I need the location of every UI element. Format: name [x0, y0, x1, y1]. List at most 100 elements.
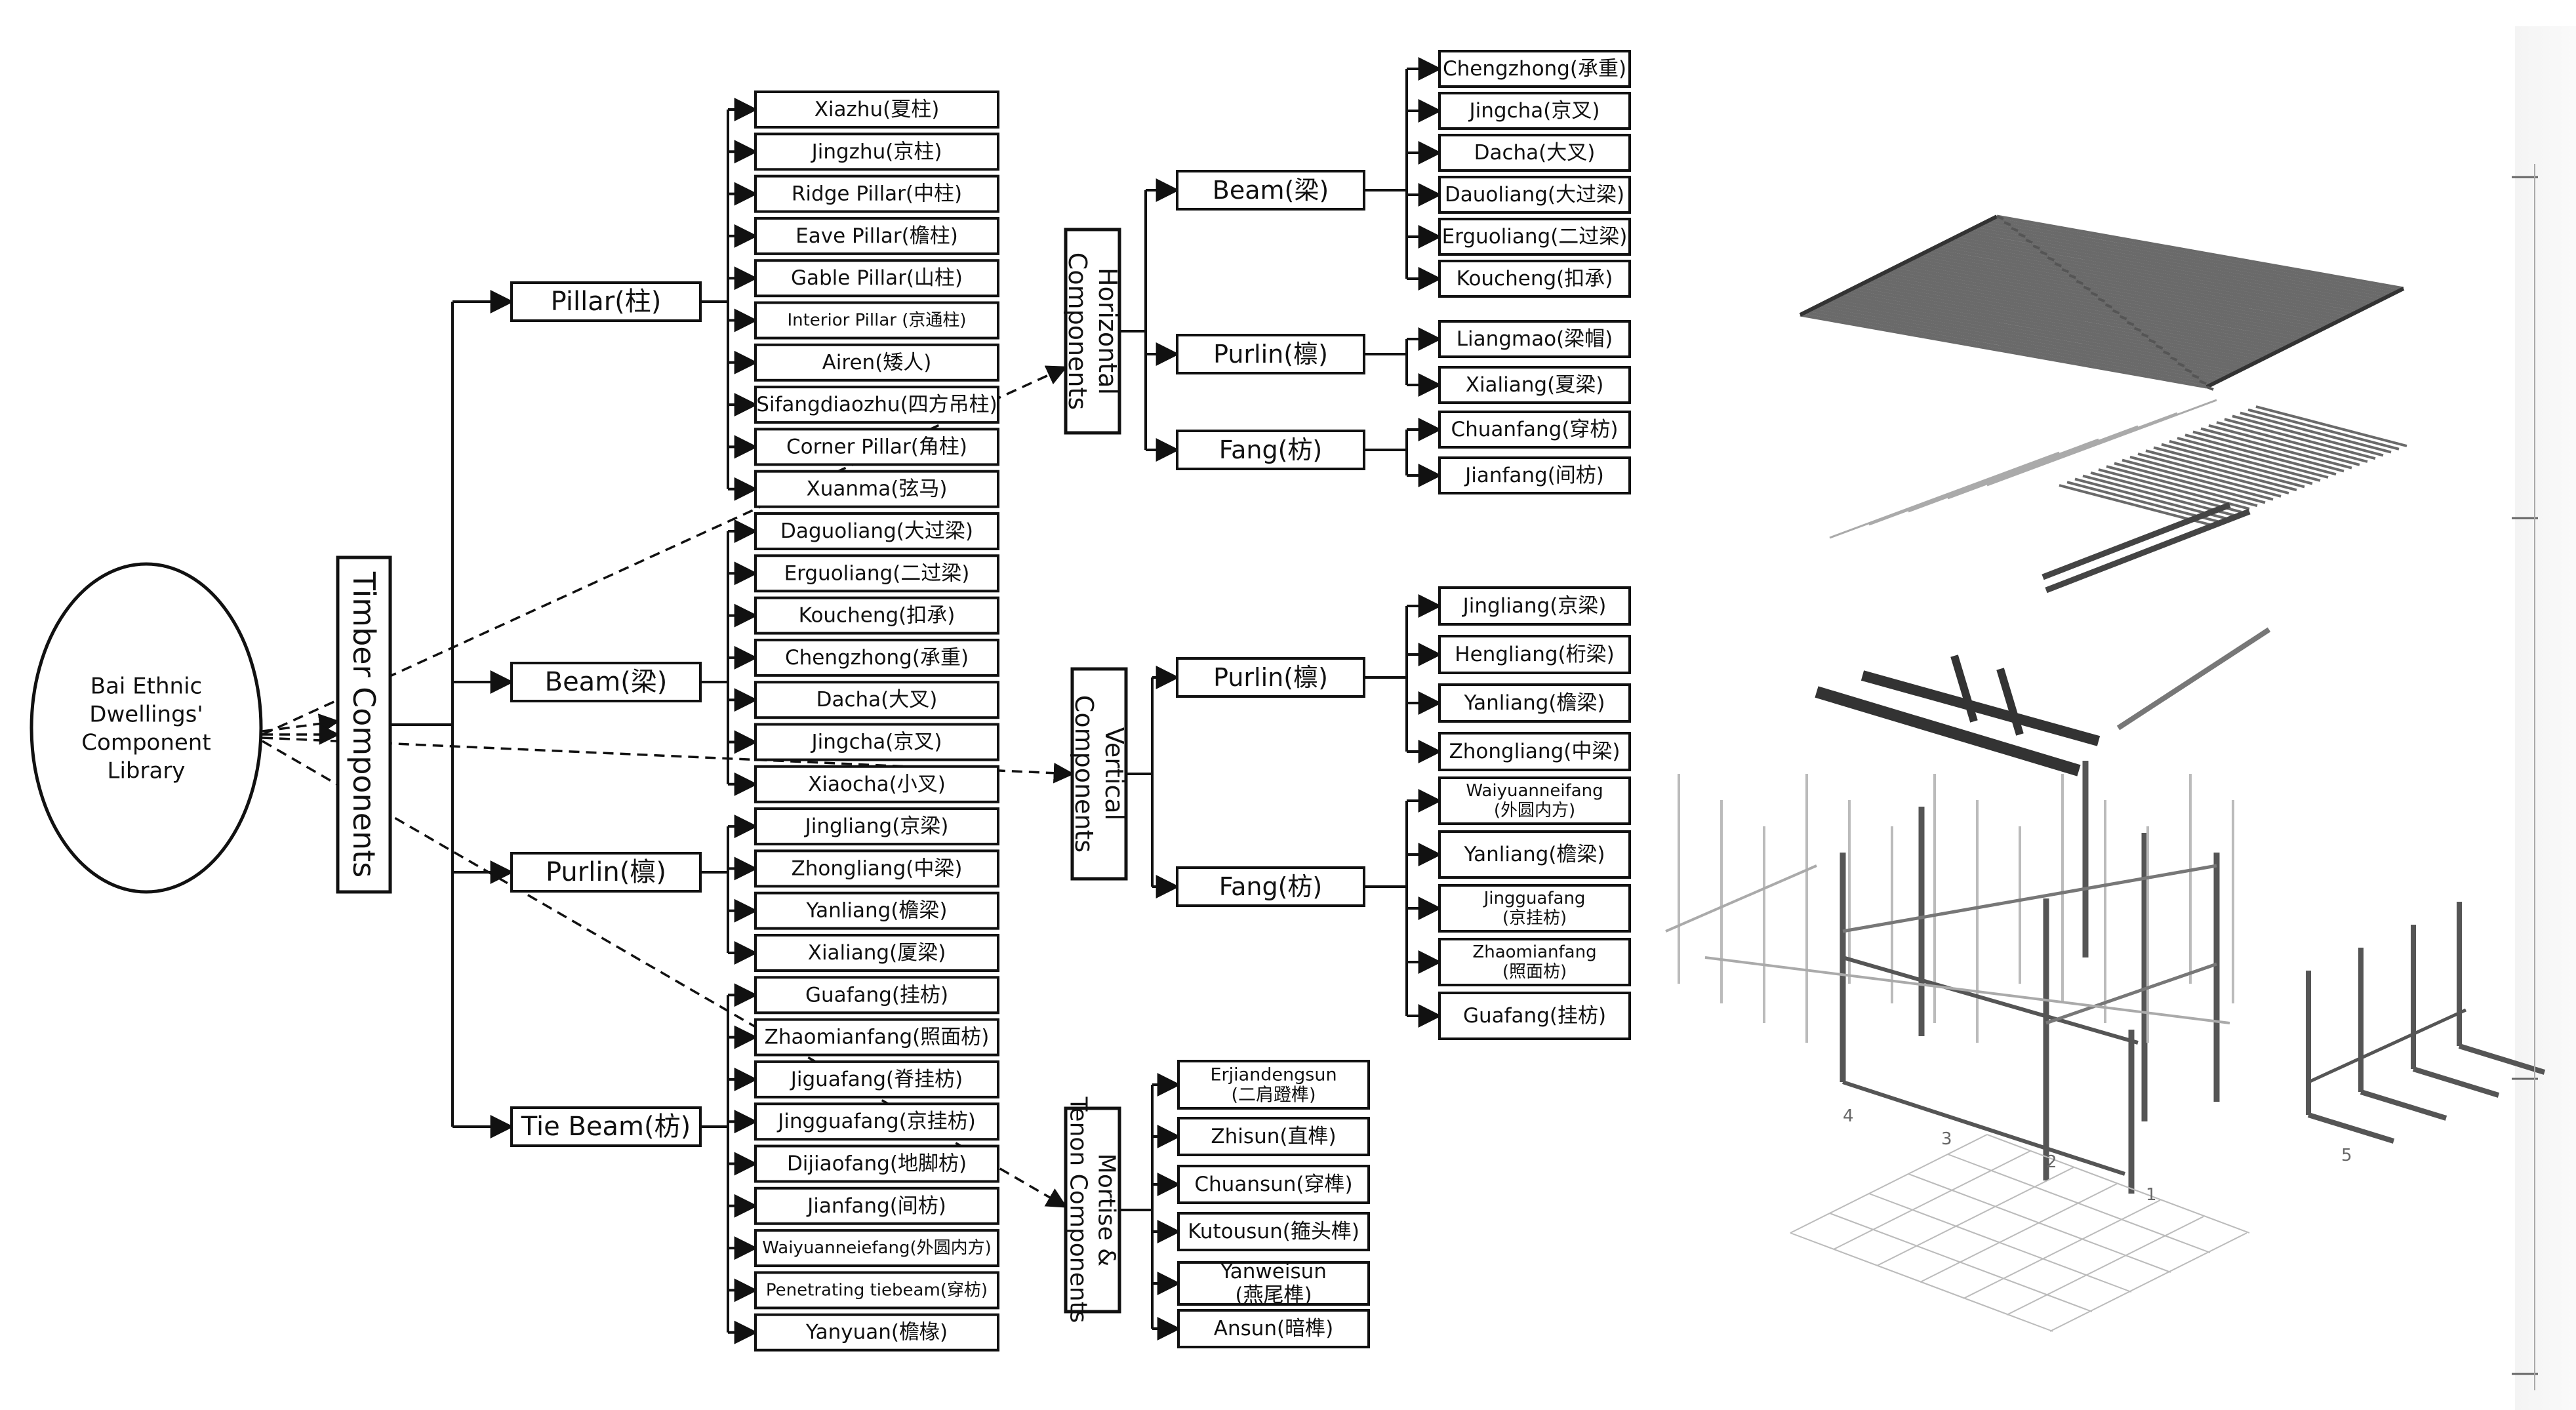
- horizontal-group-0-item-0-label: Chengzhong(承重): [1443, 57, 1626, 81]
- vertical-group-1-item-3-label: Zhaomianfang(照面枋): [1472, 942, 1596, 982]
- roof-rafter: [1886, 270, 2294, 346]
- lower-roof-rafter: [2122, 458, 2274, 501]
- vertical-group-1-item-0-label: Waiyuanneifang(外圆内方): [1466, 781, 1603, 820]
- roof-tile: [2119, 315, 2127, 321]
- lower-roof-rafter: [2240, 411, 2392, 454]
- roof-tile: [2112, 309, 2120, 315]
- item-beam-5-frame: [754, 723, 999, 761]
- horizontal-group-0-item-4-frame: [1438, 218, 1631, 256]
- mortise-item-4-frame: [1177, 1261, 1370, 1306]
- timber-components-box: Timber Components: [336, 555, 392, 894]
- roof-tile: [2061, 268, 2070, 273]
- horizontal-box-label: HorizontalComponents: [1063, 252, 1122, 410]
- roof-rafter: [1824, 301, 2232, 377]
- roof-tile: [2032, 244, 2040, 250]
- mortise-item-0-label: Erjiandengsun(二肩蹬榫): [1210, 1064, 1337, 1105]
- roof-rafter: [1895, 265, 2303, 341]
- item-tiebeam-7-label: Penetrating tiebeam(穿枋): [766, 1280, 988, 1300]
- item-pillar-3-frame: [754, 216, 999, 255]
- vertical-group-0: Purlin(檩): [1176, 657, 1365, 698]
- roof-tile: [2097, 297, 2106, 303]
- roof-tile: [2011, 227, 2019, 232]
- horizontal-group-1-item-0-label: Liangmao(梁帽): [1457, 327, 1613, 351]
- frame-girt: [1842, 956, 2139, 1045]
- lower-roof-rafter: [2232, 414, 2384, 457]
- side-foot: [2307, 1112, 2395, 1144]
- item-beam-1-frame: [754, 554, 999, 593]
- item-pillar-3: Eave Pillar(檐柱): [754, 216, 999, 255]
- item-tiebeam-1-frame: [754, 1018, 999, 1057]
- vertical-box: VerticalComponents: [1070, 667, 1129, 881]
- roof-tile: [2090, 291, 2099, 297]
- light-purlin: [1868, 438, 2099, 526]
- group-beam-label: Beam(梁): [545, 667, 668, 697]
- base-grid: [2049, 1232, 2247, 1332]
- item-pillar-0-frame: [754, 91, 999, 129]
- item-pillar-2-frame: [754, 174, 999, 213]
- item-beam-4-frame: [754, 681, 999, 719]
- vertical-group-0-item-3-label: Zhongliang(中梁): [1449, 740, 1620, 763]
- item-beam-4-label: Dacha(大叉): [816, 688, 938, 712]
- item-tiebeam-7: Penetrating tiebeam(穿枋): [754, 1271, 999, 1310]
- item-tiebeam-2-label: Jiguafang(脊挂枋): [790, 1068, 963, 1091]
- mortise-item-2: Chuansun(穿榫): [1177, 1165, 1370, 1204]
- roof-rafter: [1800, 313, 2207, 389]
- vertical-group-0-item-0-frame: [1438, 586, 1631, 626]
- exploded-label-4: 4: [1843, 1106, 1854, 1126]
- item-pillar-5: Interior Pillar (京通柱): [754, 301, 999, 340]
- item-purlin-3-frame: [754, 934, 999, 972]
- horizontal-group-0-item-1-label: Jingcha(京叉): [1468, 99, 1600, 123]
- roof-ridge-left: [1799, 214, 1998, 317]
- exploded-label-3: 3: [1941, 1129, 1952, 1149]
- item-pillar-7-label: Sifangdiaozhu(四方吊柱): [756, 393, 997, 416]
- roof-rafter: [1843, 291, 2251, 367]
- roof-rafter: [1944, 241, 2351, 317]
- group-pillar: Pillar(柱): [510, 281, 702, 322]
- roof-tile: [2206, 386, 2214, 391]
- mortise-item-5-label: Ansun(暗榫): [1214, 1317, 1334, 1340]
- purlin-bar: [2045, 508, 2251, 594]
- item-tiebeam-0-frame: [754, 976, 999, 1015]
- roof-tile: [2018, 233, 2026, 238]
- item-pillar-2-label: Ridge Pillar(中柱): [792, 182, 962, 206]
- roof-rafter: [1996, 214, 2404, 291]
- exploded-label-5: 5: [2341, 1146, 2352, 1165]
- roof-rafter: [1982, 222, 2390, 298]
- item-beam-2-frame: [754, 596, 999, 635]
- item-beam-5: Jingcha(京叉): [754, 723, 999, 761]
- item-tiebeam-8-label: Yanyuan(檐椽): [805, 1321, 948, 1344]
- roof-tile: [2133, 327, 2142, 332]
- roof-rafter: [1972, 226, 2380, 302]
- group-purlin: Purlin(檩): [510, 852, 702, 893]
- horizontal-group-0-item-1-frame: [1438, 92, 1631, 130]
- roof-rafter: [1986, 219, 2394, 295]
- horizontal-group-1-item-1-frame: [1438, 366, 1631, 404]
- roof-tile: [2040, 250, 2047, 256]
- light-purlin: [1947, 412, 2178, 500]
- frame-girt: [2045, 962, 2217, 1025]
- horizontal-group-0-item-2: Dacha(大叉): [1438, 134, 1631, 172]
- vertical-group-0-item-2-label: Yanliang(檐梁): [1463, 691, 1605, 715]
- roof-tile: [2104, 303, 2113, 309]
- roof-rafter: [1924, 251, 2332, 327]
- item-tiebeam-6-frame: [754, 1229, 999, 1268]
- roof-rafter: [1814, 306, 2222, 382]
- item-purlin-3: Xialiang(厦梁): [754, 934, 999, 972]
- item-beam-1: Erguoliang(二过梁): [754, 554, 999, 593]
- item-beam-2-label: Koucheng(扣承): [799, 604, 956, 628]
- vertical-group-1-item-3: Zhaomianfang(照面枋): [1438, 938, 1631, 986]
- item-tiebeam-3: Jingguafang(京挂枋): [754, 1102, 999, 1141]
- light-purlin: [1829, 451, 2060, 539]
- beam-post: [1950, 655, 1978, 723]
- item-tiebeam-5: Jianfang(间枋): [754, 1186, 999, 1225]
- roof-rafter: [1881, 272, 2289, 348]
- item-tiebeam-4-frame: [754, 1144, 999, 1183]
- lower-roof-rafter: [2184, 433, 2337, 476]
- vertical-group-1-frame: [1176, 866, 1365, 907]
- grey-beam: [2116, 627, 2271, 731]
- lower-roof-rafter: [2090, 471, 2242, 514]
- vertical-group-0-item-0-label: Jingliang(京梁): [1462, 594, 1607, 618]
- lower-roof-rafter: [2153, 446, 2305, 489]
- vertical-group-0-item-2-frame: [1438, 683, 1631, 723]
